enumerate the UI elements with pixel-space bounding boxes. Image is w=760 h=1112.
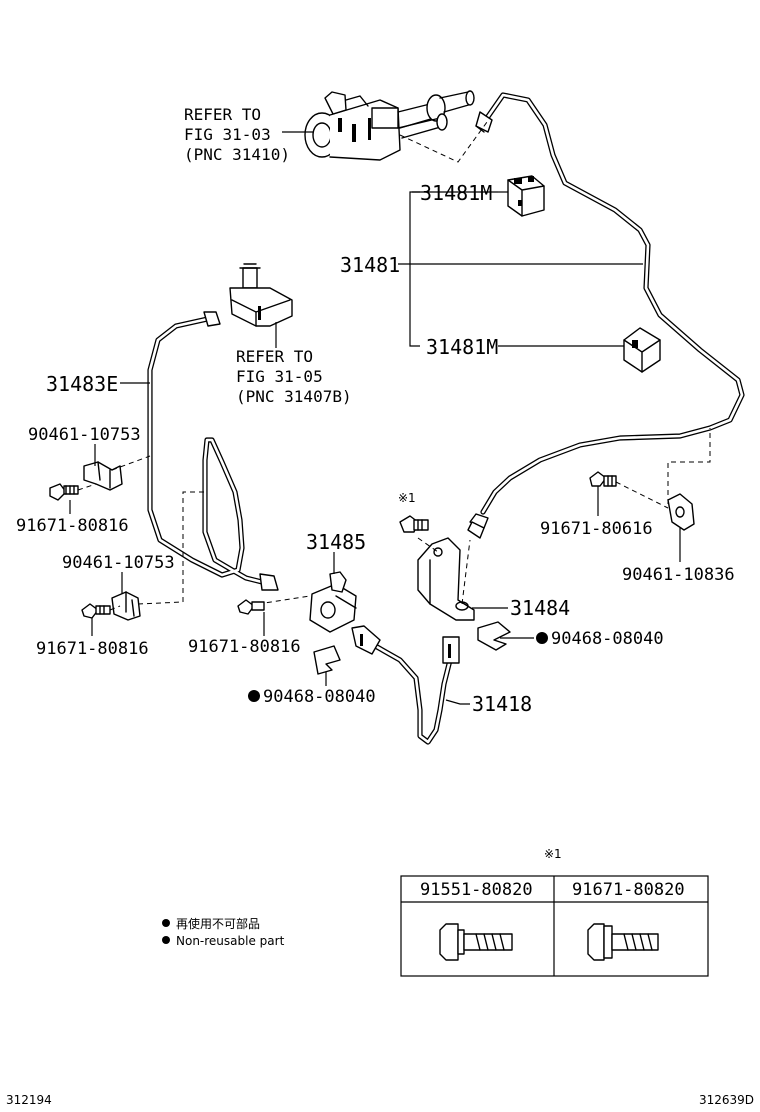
label-91671-80816-c: 91671-80816 [188, 637, 301, 657]
label-90461-10753-b: 90461-10753 [62, 553, 175, 573]
bolt-91671-80816-a-icon [49, 483, 79, 501]
label-31418: 31418 [472, 692, 532, 716]
clamp-31481M-bottom-icon [623, 327, 661, 373]
legend-jp: 再使用不可部品 [176, 916, 260, 931]
bracket-31484-icon [417, 537, 475, 621]
washer-bolt-91671-icon [587, 923, 659, 961]
clamp-31481M-top-icon [507, 175, 545, 217]
label-31481M-top: 31481M [420, 181, 492, 205]
bolt-91671-80616-icon [589, 471, 617, 487]
label-31481: 31481 [340, 253, 400, 277]
label-31483E: 31483E [46, 372, 118, 396]
label-31485: 31485 [306, 530, 366, 554]
ref1-line3: (PNC 31410) [184, 145, 290, 164]
clutch-master-cylinder-icon [304, 90, 475, 161]
non-reusable-dot-right [536, 632, 548, 644]
flange-bolt-91551-icon [439, 923, 513, 961]
bolt-91671-80816-c-icon [237, 599, 265, 615]
flex-hose-31418 [351, 625, 460, 745]
non-reusable-dot-left [248, 690, 260, 702]
bracket-31485-icon [309, 571, 357, 633]
bolt-mark1-icon [399, 515, 429, 533]
table-header-1: 91671-80820 [572, 880, 685, 900]
label-91671-80816-b: 91671-80816 [36, 639, 149, 659]
label-31484: 31484 [510, 596, 570, 620]
clutch-tube-31483E [147, 311, 279, 591]
label-91671-80616: 91671-80616 [540, 519, 653, 539]
footer-left-code: 312194 [6, 1093, 52, 1107]
legend-dot-en [162, 936, 170, 944]
ref2-line2: FIG 31-05 [236, 367, 323, 386]
legend-en: Non-reusable part [176, 934, 285, 948]
tee-fitting-icon [229, 263, 293, 327]
clamp-90461-b-icon [111, 591, 141, 621]
label-90468-08040-left: 90468-08040 [263, 687, 376, 707]
clutch-tube-31481 [467, 92, 745, 539]
mark1-label: ※1 [398, 491, 416, 505]
label-90468-08040-right: 90468-08040 [551, 629, 664, 649]
label-91671-80816-a: 91671-80816 [16, 516, 129, 536]
bolt-91671-80816-b-icon [81, 603, 111, 619]
ref1-line2: FIG 31-03 [184, 125, 271, 144]
legend: 再使用不可部品 Non-reusable part [162, 916, 285, 948]
clip-left-icon [313, 645, 341, 675]
ref2-line1: REFER TO [236, 347, 313, 366]
footer-right-code: 312639D [699, 1093, 754, 1107]
clamp-90461-10836-icon [667, 493, 695, 531]
ref1-line1: REFER TO [184, 105, 261, 124]
label-90461-10753-a: 90461-10753 [28, 425, 141, 445]
table-header-0: 91551-80820 [420, 880, 533, 900]
clip-right-icon [477, 621, 511, 651]
ref2-line3: (PNC 31407B) [236, 387, 352, 406]
label-90461-10836: 90461-10836 [622, 565, 735, 585]
clamp-90461-a-icon [83, 461, 123, 491]
legend-dot-jp [162, 919, 170, 927]
label-31481M-bottom: 31481M [426, 335, 498, 359]
table-mark: ※1 [544, 847, 562, 861]
bolt-table: ※1 91551-80820 91671-80820 [400, 847, 709, 977]
leader-lines [69, 131, 681, 705]
